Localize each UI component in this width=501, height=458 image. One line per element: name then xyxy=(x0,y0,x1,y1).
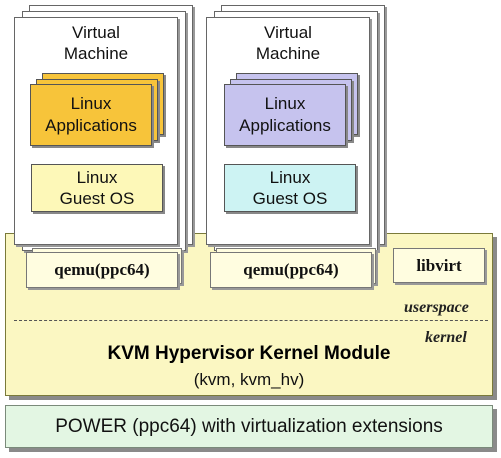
vm-left-title-line2: Machine xyxy=(63,44,129,63)
kvm-module-subtitle: (kvm, kvm_hv) xyxy=(193,370,305,389)
vm-right-guest-line1: Linux xyxy=(269,168,311,187)
kvm-module-title: KVM Hypervisor Kernel Module xyxy=(107,343,391,364)
vm-left-guest-os-box: Linux Guest OS xyxy=(31,164,163,212)
vm-right-apps-line2: Applications xyxy=(239,116,331,135)
qemu-left-label: qemu(ppc64) xyxy=(54,260,150,279)
vm-left-apps-box: Linux Applications xyxy=(30,84,152,146)
libvirt-label: libvirt xyxy=(416,255,462,275)
vm-left-title-line1: Virtual xyxy=(72,23,120,42)
vm-left-title: Virtual Machine xyxy=(14,22,178,64)
qemu-right-label: qemu(ppc64) xyxy=(243,260,339,279)
vm-right-guest-os-box: Linux Guest OS xyxy=(224,164,356,212)
libvirt-box: libvirt xyxy=(393,248,485,283)
power-hardware-label: POWER (ppc64) with virtualization extens… xyxy=(55,415,443,437)
power-hardware-box: POWER (ppc64) with virtualization extens… xyxy=(5,405,493,448)
vm-left-guest-line1: Linux xyxy=(76,168,118,187)
vm-right-title-line1: Virtual xyxy=(264,23,312,42)
qemu-left-box: qemu(ppc64) xyxy=(26,252,178,288)
kernel-label: kernel xyxy=(425,329,467,346)
vm-right-title: Virtual Machine xyxy=(206,22,370,64)
vm-right-apps-line1: Linux xyxy=(264,94,306,113)
vm-right-title-line2: Machine xyxy=(255,44,321,63)
vm-right-apps-box: Linux Applications xyxy=(224,84,346,146)
vm-left-apps-line1: Linux xyxy=(70,94,112,113)
qemu-right-box: qemu(ppc64) xyxy=(210,252,372,288)
vm-right-guest-line2: Guest OS xyxy=(252,189,328,208)
userspace-label: userspace xyxy=(404,299,469,316)
vm-left-apps-line2: Applications xyxy=(45,116,137,135)
vm-left-guest-line2: Guest OS xyxy=(59,189,135,208)
userspace-kernel-divider xyxy=(14,320,488,321)
